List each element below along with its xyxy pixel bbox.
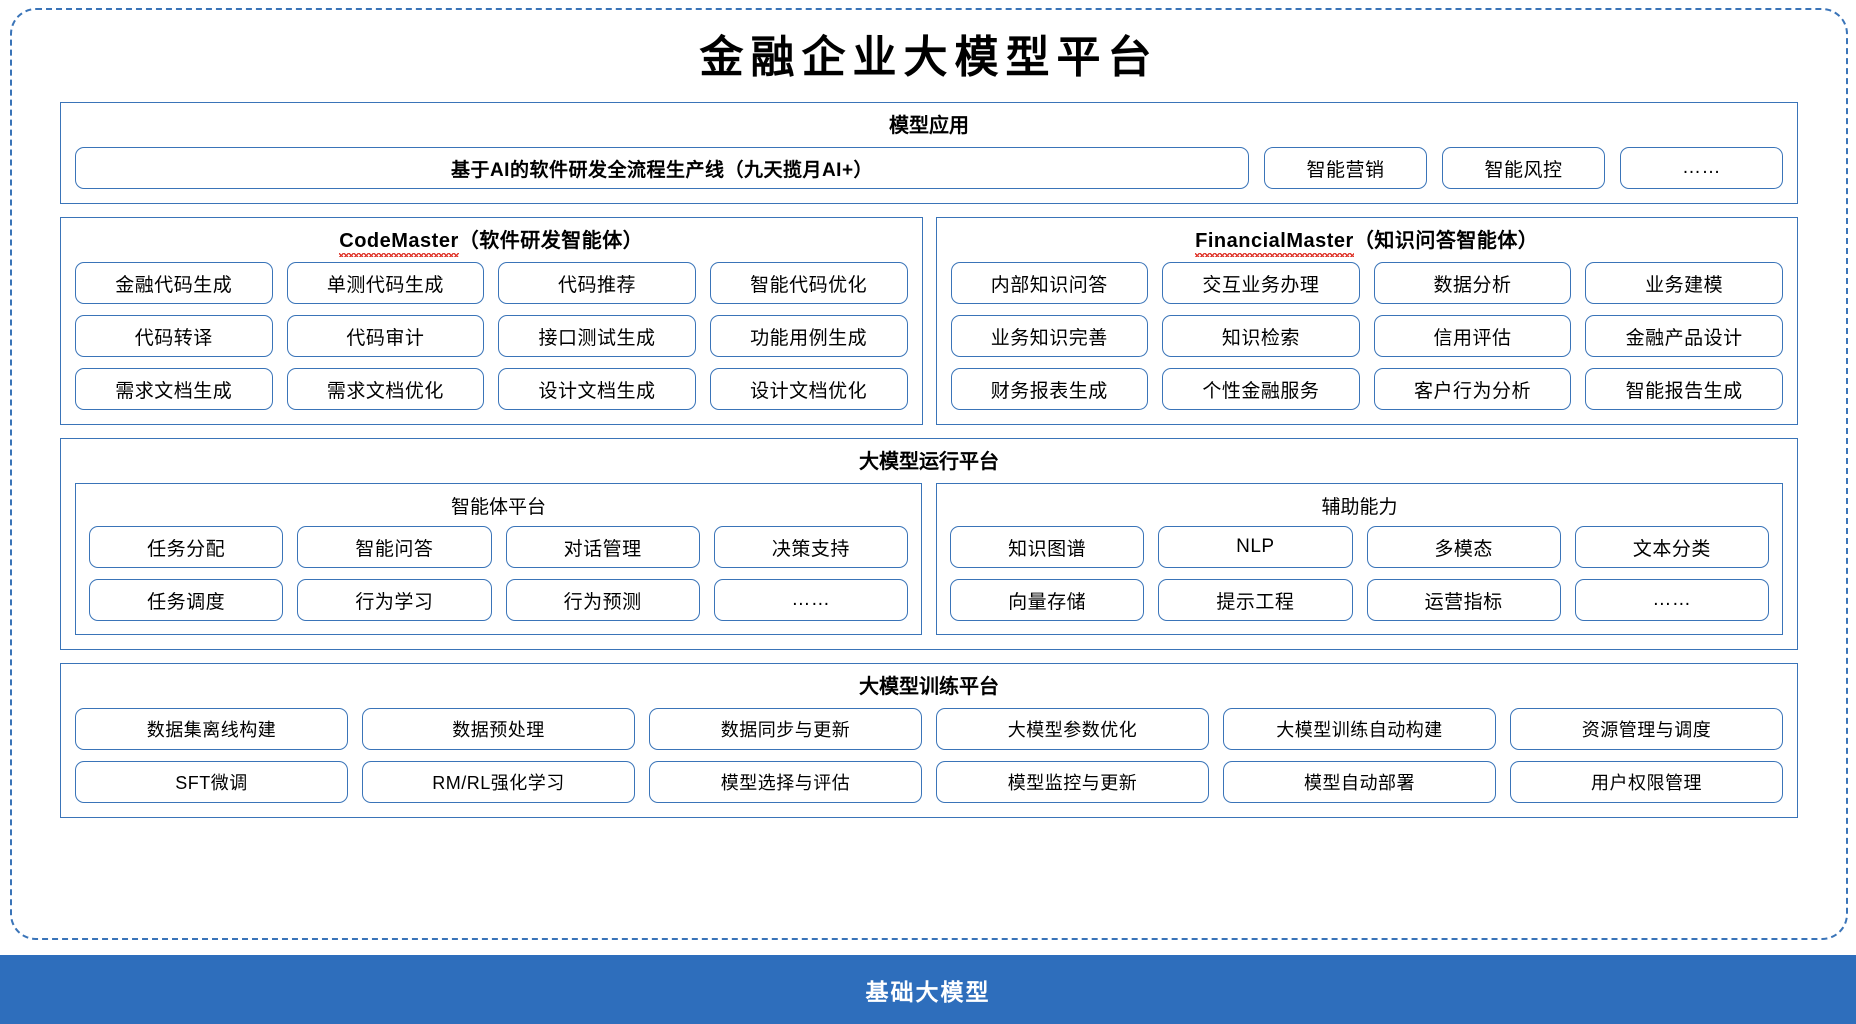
training-row-2: SFT微调 RM/RL强化学习 模型选择与评估 模型监控与更新 模型自动部署 用… [75, 761, 1783, 803]
section-title-model-application: 模型应用 [889, 115, 969, 137]
financialmaster-row-3: 财务报表生成 个性金融服务 客户行为分析 智能报告生成 [950, 368, 1783, 410]
page-title: 金融企业大模型平台 [699, 33, 1159, 82]
chip-sft-finetune[interactable]: SFT微调 [75, 761, 348, 803]
chip-design-doc-gen[interactable]: 设计文档生成 [498, 368, 696, 410]
section-title-runtime-platform: 大模型运行平台 [859, 451, 999, 473]
chip-data-sync-update[interactable]: 数据同步与更新 [649, 708, 922, 750]
chip-prompt-engineering[interactable]: 提示工程 [1158, 579, 1353, 621]
chip-code-translation[interactable]: 代码转译 [75, 315, 273, 357]
chip-data-analysis[interactable]: 数据分析 [1373, 262, 1572, 304]
chip-task-scheduling[interactable]: 任务调度 [89, 579, 284, 621]
chip-design-doc-opt[interactable]: 设计文档优化 [709, 368, 908, 410]
chip-task-allocation[interactable]: 任务分配 [89, 526, 284, 568]
codemaster-row-1: 金融代码生成 单测代码生成 代码推荐 智能代码优化 [75, 262, 908, 304]
codemaster-row-3: 需求文档生成 需求文档优化 设计文档生成 设计文档优化 [75, 368, 908, 410]
chip-customer-behavior-analysis[interactable]: 客户行为分析 [1373, 368, 1572, 410]
chip-dialog-management[interactable]: 对话管理 [505, 526, 700, 568]
chip-smart-code-optimization[interactable]: 智能代码优化 [709, 262, 908, 304]
chip-model-selection-eval[interactable]: 模型选择与评估 [649, 761, 922, 803]
chip-vector-storage[interactable]: 向量存储 [950, 579, 1145, 621]
chip-requirement-doc-gen[interactable]: 需求文档生成 [75, 368, 273, 410]
chip-text-classification[interactable]: 文本分类 [1574, 526, 1769, 568]
financialmaster-name-latin: FinancialMaster [1195, 230, 1354, 257]
section-title-training-platform: 大模型训练平台 [859, 676, 999, 698]
chip-api-test-gen[interactable]: 接口测试生成 [498, 315, 696, 357]
chip-finance-code-gen[interactable]: 金融代码生成 [75, 262, 273, 304]
codemaster-row-2: 代码转译 代码审计 接口测试生成 功能用例生成 [75, 315, 908, 357]
chip-business-modeling[interactable]: 业务建模 [1585, 262, 1783, 304]
panel-agent-platform: 智能体平台 任务分配 智能问答 对话管理 决策支持 任务调度 行为学习 行为预测… [75, 483, 922, 635]
chip-model-param-optimization[interactable]: 大模型参数优化 [936, 708, 1209, 750]
section-codemaster: CodeMaster（软件研发智能体） 金融代码生成 单测代码生成 代码推荐 智… [60, 217, 923, 425]
auxiliary-row-2: 向量存储 提示工程 运营指标 …… [950, 579, 1769, 621]
chip-knowledge-graph[interactable]: 知识图谱 [950, 526, 1145, 568]
chip-smart-report-gen[interactable]: 智能报告生成 [1585, 368, 1783, 410]
agent-platform-row-1: 任务分配 智能问答 对话管理 决策支持 [89, 526, 908, 568]
chip-model-monitor-update[interactable]: 模型监控与更新 [936, 761, 1209, 803]
section-runtime-platform: 大模型运行平台 智能体平台 任务分配 智能问答 对话管理 决策支持 任务调度 行… [60, 438, 1798, 650]
section-financialmaster: FinancialMaster（知识问答智能体） 内部知识问答 交互业务办理 数… [935, 217, 1798, 425]
section-model-application: 模型应用 基于AI的软件研发全流程生产线（九天揽月AI+） 智能营销 智能风控 … [60, 102, 1798, 204]
chip-smart-marketing[interactable]: 智能营销 [1264, 147, 1427, 189]
chip-business-knowledge-refine[interactable]: 业务知识完善 [950, 315, 1149, 357]
section-title-financialmaster: FinancialMaster（知识问答智能体） [951, 228, 1784, 262]
section-title-codemaster: CodeMaster（软件研发智能体） [75, 228, 908, 262]
base-model-label: 基础大模型 [865, 978, 991, 1005]
financialmaster-row-2: 业务知识完善 知识检索 信用评估 金融产品设计 [950, 315, 1783, 357]
chip-functional-case-gen[interactable]: 功能用例生成 [709, 315, 908, 357]
chip-smart-risk-control[interactable]: 智能风控 [1442, 147, 1605, 189]
panel-auxiliary-capability: 辅助能力 知识图谱 NLP 多模态 文本分类 向量存储 提示工程 运营指标 …… [936, 483, 1783, 635]
chip-auxiliary-more[interactable]: …… [1574, 579, 1769, 621]
chip-behavior-prediction[interactable]: 行为预测 [505, 579, 700, 621]
panel-title-auxiliary-capability: 辅助能力 [1321, 497, 1398, 518]
chip-data-preprocessing[interactable]: 数据预处理 [362, 708, 635, 750]
codemaster-name-cn: （软件研发智能体） [458, 230, 644, 252]
chip-interactive-business[interactable]: 交互业务办理 [1162, 262, 1360, 304]
chip-unit-test-code-gen[interactable]: 单测代码生成 [286, 262, 485, 304]
panel-title-agent-platform: 智能体平台 [450, 497, 546, 518]
financialmaster-name-cn: （知识问答智能体） [1353, 230, 1539, 252]
training-row-1: 数据集离线构建 数据预处理 数据同步与更新 大模型参数优化 大模型训练自动构建 … [75, 708, 1783, 750]
chip-internal-knowledge-qa[interactable]: 内部知识问答 [950, 262, 1149, 304]
financialmaster-row-1: 内部知识问答 交互业务办理 数据分析 业务建模 [950, 262, 1783, 304]
chip-code-audit[interactable]: 代码审计 [286, 315, 485, 357]
chip-financial-product-design[interactable]: 金融产品设计 [1585, 315, 1783, 357]
chip-rm-rl-reinforcement[interactable]: RM/RL强化学习 [362, 761, 635, 803]
codemaster-name-latin: CodeMaster [339, 230, 460, 257]
chip-resource-mgmt-scheduling[interactable]: 资源管理与调度 [1510, 708, 1783, 750]
agent-band: CodeMaster（软件研发智能体） 金融代码生成 单测代码生成 代码推荐 智… [60, 217, 1798, 425]
chip-personalized-finance-service[interactable]: 个性金融服务 [1162, 368, 1360, 410]
chip-nlp[interactable]: NLP [1158, 526, 1353, 568]
chip-knowledge-retrieval[interactable]: 知识检索 [1162, 315, 1360, 357]
chip-behavior-learning[interactable]: 行为学习 [297, 579, 492, 621]
chip-code-recommendation[interactable]: 代码推荐 [498, 262, 696, 304]
section-training-platform: 大模型训练平台 数据集离线构建 数据预处理 数据同步与更新 大模型参数优化 大模… [60, 663, 1798, 818]
auxiliary-row-1: 知识图谱 NLP 多模态 文本分类 [950, 526, 1769, 568]
chip-credit-assessment[interactable]: 信用评估 [1373, 315, 1572, 357]
chip-training-auto-build[interactable]: 大模型训练自动构建 [1223, 708, 1496, 750]
chip-multimodal[interactable]: 多模态 [1366, 526, 1561, 568]
chip-intelligent-qa[interactable]: 智能问答 [297, 526, 492, 568]
chip-model-auto-deploy[interactable]: 模型自动部署 [1223, 761, 1496, 803]
chip-operation-metrics[interactable]: 运营指标 [1366, 579, 1561, 621]
runtime-panel-row: 智能体平台 任务分配 智能问答 对话管理 决策支持 任务调度 行为学习 行为预测… [75, 483, 1783, 635]
platform-outer-frame: 金融企业大模型平台 模型应用 基于AI的软件研发全流程生产线（九天揽月AI+） … [10, 8, 1848, 940]
agent-platform-row-2: 任务调度 行为学习 行为预测 …… [89, 579, 908, 621]
chip-agent-platform-more[interactable]: …… [713, 579, 908, 621]
chip-financial-report-gen[interactable]: 财务报表生成 [950, 368, 1149, 410]
chip-more-applications[interactable]: …… [1620, 147, 1783, 189]
chip-decision-support[interactable]: 决策支持 [713, 526, 908, 568]
chip-user-permission-mgmt[interactable]: 用户权限管理 [1510, 761, 1783, 803]
chip-requirement-doc-opt[interactable]: 需求文档优化 [286, 368, 485, 410]
base-model-bar: 基础大模型 [0, 955, 1856, 1024]
chip-dataset-offline-build[interactable]: 数据集离线构建 [75, 708, 348, 750]
model-application-chip-row: 基于AI的软件研发全流程生产线（九天揽月AI+） 智能营销 智能风控 …… [75, 147, 1783, 189]
chip-ai-software-pipeline[interactable]: 基于AI的软件研发全流程生产线（九天揽月AI+） [75, 147, 1249, 189]
